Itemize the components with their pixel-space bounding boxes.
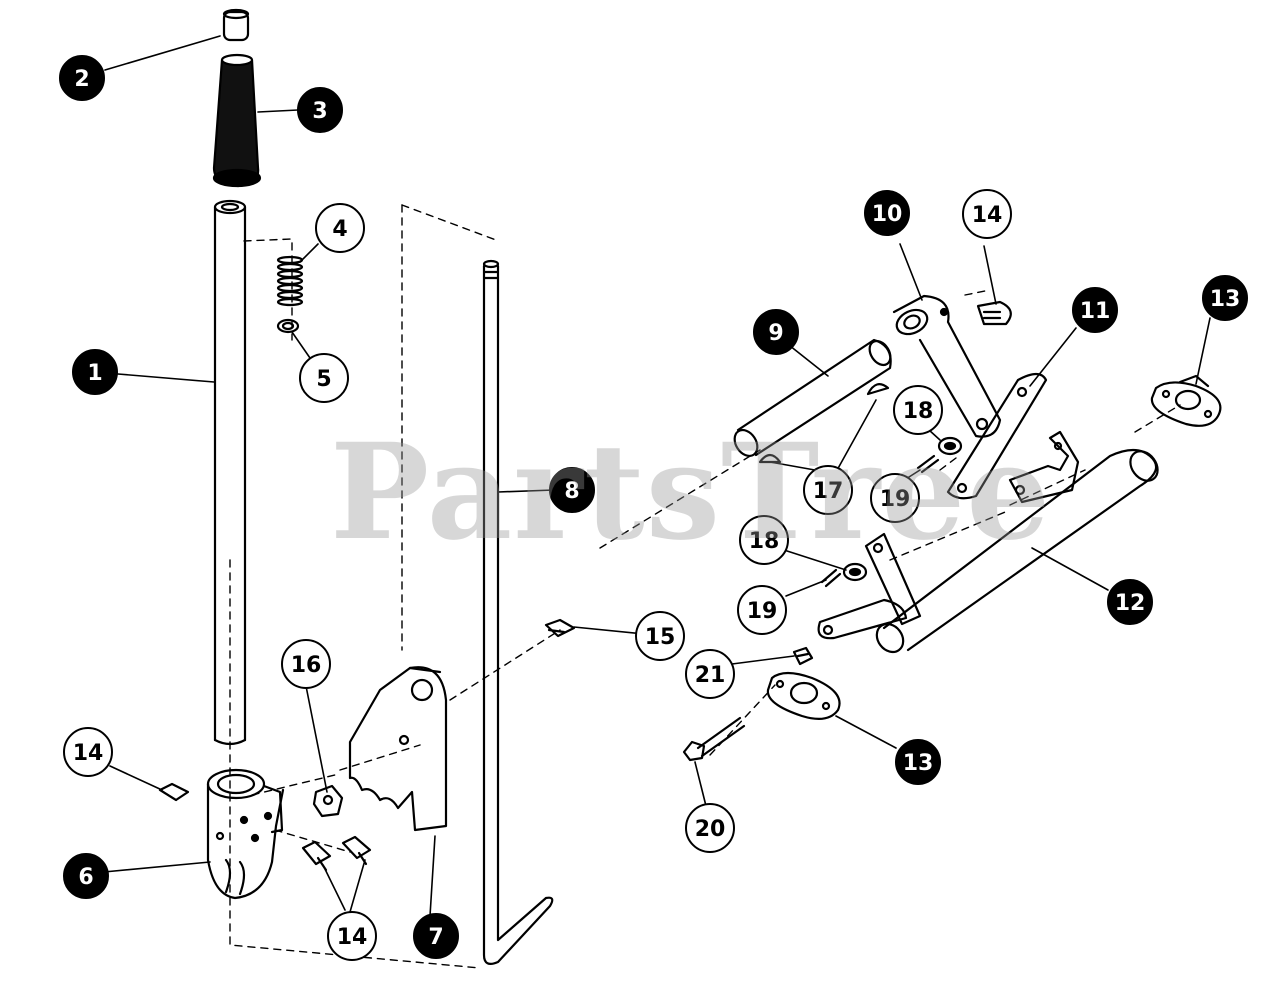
link-part (946, 372, 1048, 500)
callout-c2-bubble (59, 55, 105, 101)
callout-c18b-label: 18 (749, 529, 780, 554)
callout-c1-bubble (72, 349, 118, 395)
lever-arm-part (892, 294, 1002, 438)
callout-c14c-label: 14 (337, 925, 368, 950)
callout-c18a-bubble (893, 385, 943, 435)
flange-bolt-part (682, 716, 746, 762)
callout-c21-bubble (685, 649, 735, 699)
cotter-pin-lower-part (820, 568, 842, 588)
handle-tube-part (213, 199, 247, 746)
callout-c3-label: 3 (312, 99, 327, 124)
callout-c13a-label: 13 (1210, 287, 1241, 312)
callout-c14b-bubble (63, 727, 113, 777)
callout-c15-bubble (635, 611, 685, 661)
callout-c6-label: 6 (78, 865, 93, 890)
callout-c14a-bubble (962, 189, 1012, 239)
callout-c14b-label: 14 (73, 741, 104, 766)
callout-c13a-bubble (1202, 275, 1248, 321)
callout-c21-label: 21 (695, 663, 726, 688)
callout-c11-label: 11 (1080, 299, 1111, 324)
callout-c16-bubble (281, 639, 331, 689)
leader-lines (103, 35, 1211, 917)
callout-c17-bubble (803, 465, 853, 515)
bearing-flange-lower-part (766, 671, 841, 721)
callout-c12-bubble (1107, 579, 1153, 625)
bearing-flange-right-part (1150, 374, 1222, 427)
callout-c9-label: 9 (768, 321, 783, 346)
screws-bottom-part (301, 835, 372, 872)
callout-c4-label: 4 (332, 217, 347, 242)
cross-shaft-part (733, 338, 892, 458)
callout-c13b-label: 13 (903, 751, 934, 776)
callout-c8-bubble (549, 467, 595, 513)
callout-c8-label: 8 (564, 479, 579, 504)
callout-c10-label: 10 (872, 202, 903, 227)
washer-upper-part (937, 436, 963, 456)
callout-c13b-bubble (895, 739, 941, 785)
callout-c16-label: 16 (291, 653, 322, 678)
grip-part (212, 53, 262, 188)
callout-c18b-bubble (739, 515, 789, 565)
screw-left-part (158, 782, 190, 802)
callout-c14a-label: 14 (972, 203, 1003, 228)
lift-shaft-part (817, 430, 1159, 654)
nut-small-part (792, 646, 814, 666)
pivot-block-part (206, 768, 285, 900)
washer-part (276, 318, 300, 334)
callout-c2-label: 2 (74, 67, 89, 92)
callout-c4-bubble (315, 203, 365, 253)
callout-c20-label: 20 (695, 817, 726, 842)
callout-c6-bubble (63, 853, 109, 899)
callout-c7-label: 7 (428, 925, 443, 950)
callout-c20-bubble (685, 803, 735, 853)
notched-bracket-part (348, 666, 448, 832)
callout-c19b-label: 19 (747, 599, 778, 624)
bolt-part (544, 618, 576, 638)
callout-c18a-label: 18 (903, 399, 934, 424)
cotter-pin-upper-part (916, 454, 940, 474)
callout-c3-bubble (297, 87, 343, 133)
rod-part (482, 259, 554, 965)
callouts: 1234567891011121313141414151617181819192… (59, 55, 1248, 961)
keys-part (758, 383, 890, 464)
washer-lower-part (842, 562, 868, 582)
callout-c7-bubble (413, 913, 459, 959)
callout-c15-label: 15 (645, 625, 676, 650)
callout-c5-label: 5 (316, 367, 331, 392)
callout-c14c-bubble (327, 911, 377, 961)
callout-c9-bubble (753, 309, 799, 355)
nut-part (312, 784, 344, 818)
assembly-guides (229, 204, 1181, 969)
screw-arm-part (976, 300, 1012, 326)
cap-part (222, 8, 250, 42)
callout-c19b-bubble (737, 585, 787, 635)
spring-part (276, 255, 304, 307)
callout-c5-bubble (299, 353, 349, 403)
callout-c19a-label: 19 (880, 487, 911, 512)
callout-c10-bubble (864, 190, 910, 236)
callout-c19a-bubble (870, 473, 920, 523)
callout-c11-bubble (1072, 287, 1118, 333)
callout-c17-label: 17 (813, 479, 844, 504)
callout-c12-label: 12 (1115, 591, 1146, 616)
callout-c1-label: 1 (87, 361, 102, 386)
